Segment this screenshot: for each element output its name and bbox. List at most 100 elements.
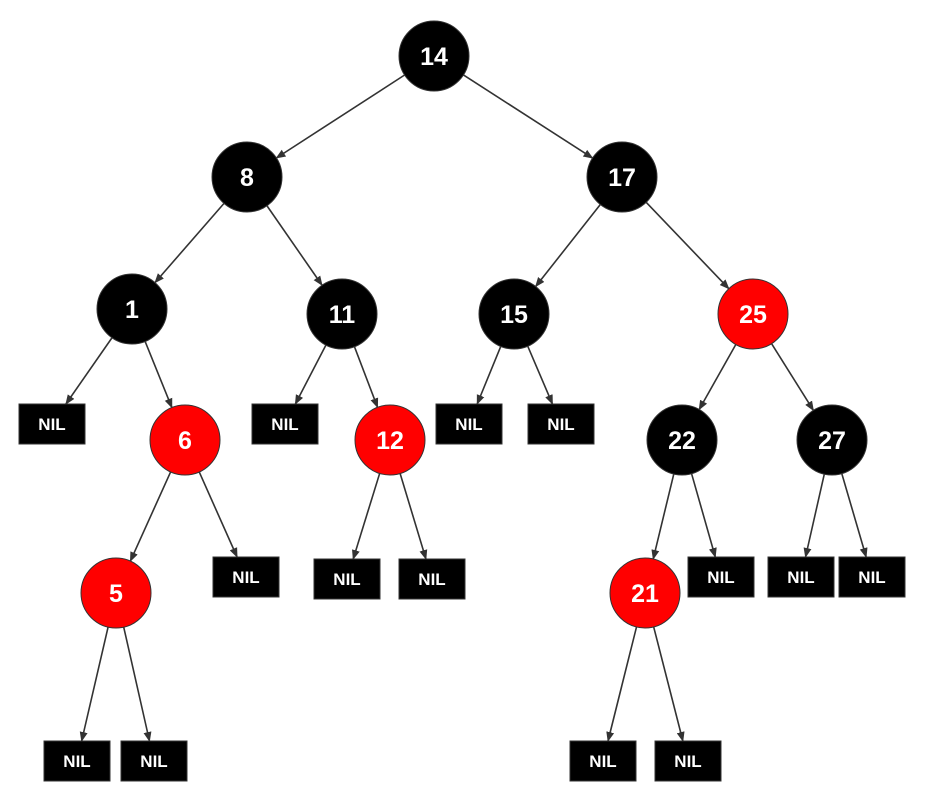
nil-box bbox=[43, 740, 111, 782]
nil-box bbox=[687, 556, 755, 598]
edge-n8-n11 bbox=[266, 205, 323, 287]
tree-node-27: 27 bbox=[796, 404, 868, 476]
edge-n27-nil9 bbox=[803, 473, 826, 558]
nil-label: NIL bbox=[38, 415, 65, 434]
tree-node-15: 15 bbox=[478, 278, 550, 350]
black-node-circle bbox=[306, 278, 378, 350]
nil-label: NIL bbox=[140, 752, 167, 771]
nil-label: NIL bbox=[858, 568, 885, 587]
nil-label: NIL bbox=[707, 568, 734, 587]
nil-leaf: NIL bbox=[120, 740, 188, 782]
tree-node-25: 25 bbox=[717, 278, 789, 350]
nil-box bbox=[527, 403, 595, 445]
edge-n17-n15 bbox=[535, 203, 601, 288]
nil-box bbox=[251, 403, 319, 445]
node-key-label: 17 bbox=[608, 164, 636, 192]
tree-node-6: 6 bbox=[149, 404, 221, 476]
nil-leaf: NIL bbox=[654, 740, 722, 782]
nil-box bbox=[767, 556, 835, 598]
edge-n5-nil11 bbox=[79, 626, 109, 742]
edge-n14-n8 bbox=[275, 74, 406, 159]
edge-n25-n27 bbox=[770, 343, 815, 412]
tree-node-1: 1 bbox=[96, 273, 168, 345]
edge-n15-nil3 bbox=[476, 346, 502, 405]
nil-label: NIL bbox=[787, 568, 814, 587]
nil-box bbox=[838, 556, 906, 598]
nil-box bbox=[313, 558, 381, 600]
node-key-label: 21 bbox=[631, 580, 659, 608]
nil-leaf: NIL bbox=[838, 556, 906, 598]
node-key-label: 11 bbox=[329, 301, 356, 329]
edge-n11-nil2 bbox=[294, 344, 327, 405]
nil-leaf: NIL bbox=[43, 740, 111, 782]
black-node-circle bbox=[478, 278, 550, 350]
nil-leaf: NIL bbox=[767, 556, 835, 598]
edge-n1-nil1 bbox=[65, 337, 113, 405]
nil-label: NIL bbox=[455, 415, 482, 434]
edge-n17-n25 bbox=[645, 201, 730, 290]
edge-n22-n21 bbox=[651, 473, 675, 560]
edge-n22-nil8 bbox=[690, 473, 717, 558]
edge-n15-nil4 bbox=[527, 345, 554, 405]
tree-node-12: 12 bbox=[354, 404, 426, 476]
node-key-label: 22 bbox=[668, 427, 696, 455]
edge-n21-nil13 bbox=[606, 626, 638, 742]
black-node-circle bbox=[398, 20, 470, 92]
nil-label: NIL bbox=[589, 752, 616, 771]
nil-leaf: NIL bbox=[687, 556, 755, 598]
node-key-label: 14 bbox=[420, 43, 448, 71]
node-key-label: 12 bbox=[376, 427, 404, 455]
black-node-circle bbox=[211, 141, 283, 213]
edge-n1-n6 bbox=[144, 341, 173, 409]
node-key-label: 27 bbox=[818, 427, 846, 455]
nil-label: NIL bbox=[63, 752, 90, 771]
red-node-circle bbox=[149, 404, 221, 476]
tree-node-14: 14 bbox=[398, 20, 470, 92]
nil-label: NIL bbox=[333, 570, 360, 589]
edge-n12-nil6 bbox=[352, 473, 381, 560]
black-node-circle bbox=[796, 404, 868, 476]
edge-n8-n1 bbox=[154, 202, 225, 284]
nil-leaf: NIL bbox=[569, 740, 637, 782]
nil-leaf: NIL bbox=[212, 556, 280, 598]
black-node-circle bbox=[586, 141, 658, 213]
nil-leaf: NIL bbox=[527, 403, 595, 445]
nil-box bbox=[398, 558, 466, 600]
edge-n11-n12 bbox=[353, 346, 379, 409]
tree-node-8: 8 bbox=[211, 141, 283, 213]
red-node-circle bbox=[717, 278, 789, 350]
red-node-circle bbox=[354, 404, 426, 476]
nil-box bbox=[120, 740, 188, 782]
tree-node-17: 17 bbox=[586, 141, 658, 213]
edge-n25-n22 bbox=[698, 344, 737, 411]
edges-layer bbox=[65, 74, 868, 742]
black-node-circle bbox=[646, 404, 718, 476]
nil-label: NIL bbox=[232, 568, 259, 587]
nil-leaf: NIL bbox=[435, 403, 503, 445]
nil-label: NIL bbox=[418, 570, 445, 589]
nil-leaf: NIL bbox=[398, 558, 466, 600]
nil-label: NIL bbox=[674, 752, 701, 771]
tree-node-11: 11 bbox=[306, 278, 378, 350]
nil-leaf: NIL bbox=[313, 558, 381, 600]
nil-box bbox=[654, 740, 722, 782]
nil-box bbox=[569, 740, 637, 782]
node-key-label: 25 bbox=[739, 301, 767, 329]
tree-node-21: 21 bbox=[609, 557, 681, 629]
red-node-circle bbox=[609, 557, 681, 629]
nil-leaf: NIL bbox=[18, 403, 86, 445]
red-node-circle bbox=[80, 557, 152, 629]
tree-node-5: 5 bbox=[80, 557, 152, 629]
edge-n27-nil10 bbox=[841, 473, 868, 558]
node-key-label: 5 bbox=[109, 580, 123, 608]
edge-n21-nil14 bbox=[652, 626, 685, 742]
black-node-circle bbox=[96, 273, 168, 345]
nil-box bbox=[212, 556, 280, 598]
node-key-label: 1 bbox=[125, 296, 139, 324]
nil-box bbox=[18, 403, 86, 445]
tree-node-22: 22 bbox=[646, 404, 718, 476]
node-key-label: 15 bbox=[500, 301, 528, 329]
